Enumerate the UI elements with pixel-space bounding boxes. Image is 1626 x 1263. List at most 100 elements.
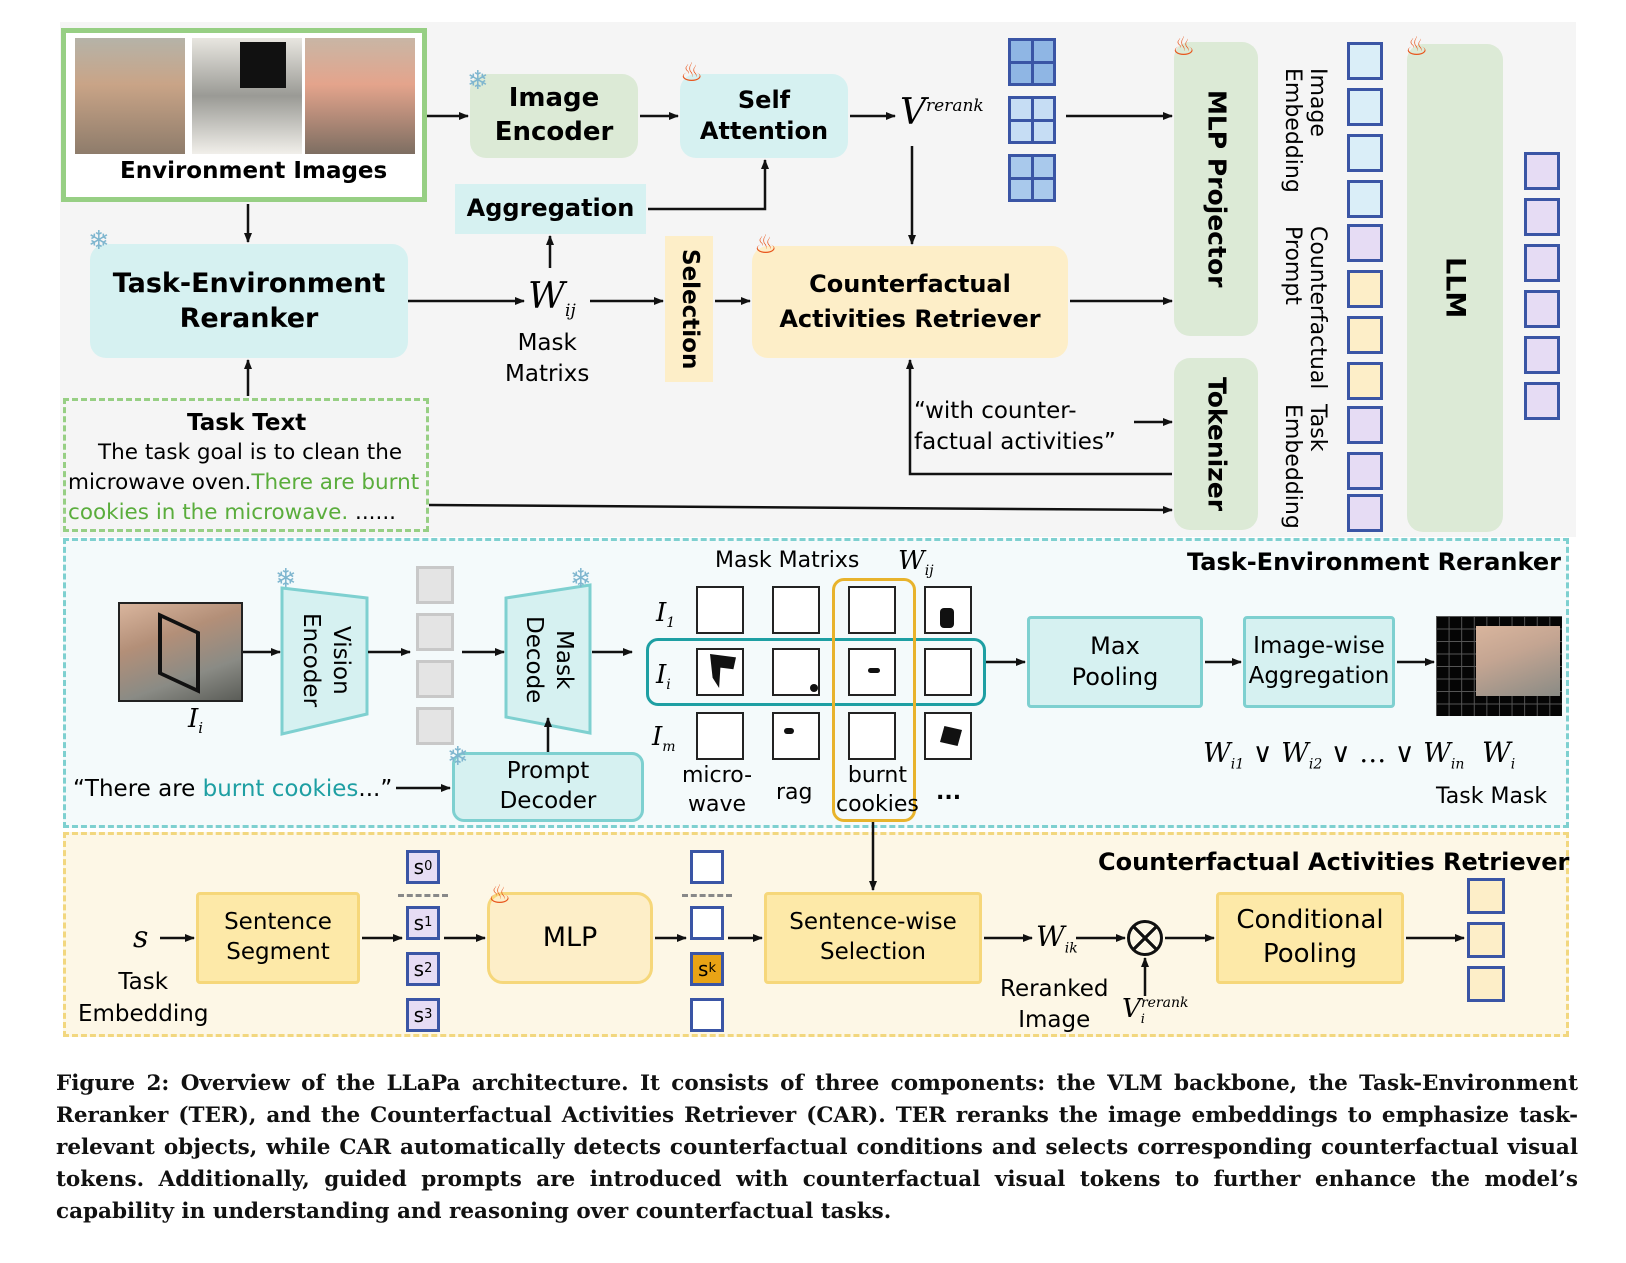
ter-box-label: Task-Environment Reranker bbox=[112, 267, 386, 334]
column-highlight bbox=[832, 578, 916, 822]
task-embedding-token bbox=[1347, 494, 1383, 532]
input-image-letter: I bbox=[188, 704, 199, 734]
row-label-i-letter: I bbox=[656, 660, 667, 690]
w-ik-label: Wik bbox=[1036, 920, 1078, 957]
selection-token bbox=[690, 906, 724, 940]
arrow bbox=[648, 159, 769, 211]
selection-token bbox=[690, 998, 724, 1032]
selection-divider bbox=[682, 894, 732, 897]
mask-cell bbox=[924, 586, 972, 634]
image-encoder-box: Image Encoder bbox=[470, 74, 638, 158]
formula-w2-sub: i2 bbox=[1308, 756, 1323, 773]
row-label-m-letter: I bbox=[652, 722, 663, 752]
mlp-label: MLP bbox=[542, 922, 598, 954]
counterfactual-prompt-label: Counterfactual Prompt bbox=[1280, 226, 1330, 390]
mask-cell bbox=[848, 648, 896, 696]
counterfactual-token bbox=[1347, 362, 1383, 400]
mask-blob bbox=[940, 726, 962, 746]
llm-output-token bbox=[1524, 382, 1560, 420]
input-image-label: Ii bbox=[188, 704, 203, 737]
mask-formula: Wi1 ∨ Wi2 ∨ … ∨ Win bbox=[1203, 738, 1464, 772]
v-rerank-label: Vrerank bbox=[900, 92, 984, 133]
prompt-token bbox=[1347, 224, 1383, 262]
task-text-line-3b: ...... bbox=[348, 500, 397, 525]
feature-token bbox=[416, 707, 454, 745]
max-pooling-label: Max Pooling bbox=[1071, 631, 1159, 691]
mask-w-ij-letter: W bbox=[898, 546, 925, 576]
v-i-sub: i bbox=[1140, 1012, 1145, 1028]
row-highlight bbox=[646, 638, 986, 706]
counterfactual-quote: “with counter- factual activities” bbox=[914, 398, 1116, 456]
task-embedding-token bbox=[1347, 406, 1383, 444]
column-label-rag: rag bbox=[776, 780, 813, 805]
task-text-line-2a: microwave oven. bbox=[68, 470, 252, 495]
task-text-line-2b: There are burnt bbox=[251, 470, 420, 495]
mask-w-ij-sub: ij bbox=[924, 563, 934, 580]
image-embedding-label: Image Embedding bbox=[1280, 68, 1330, 193]
task-text-line-2: microwave oven.There are burnt bbox=[68, 470, 419, 495]
mask-cell bbox=[696, 648, 744, 696]
feature-token bbox=[416, 566, 454, 604]
car-section-title: Counterfactual Activities Retriever bbox=[1098, 848, 1570, 876]
column-label-microwave: micro- wave bbox=[682, 763, 753, 817]
prompt-quote-c: ...” bbox=[358, 776, 393, 802]
snowflake-icon: ❄ bbox=[275, 564, 297, 594]
mask-decode-text: Mask Decode bbox=[521, 616, 577, 704]
image-token-grid-1 bbox=[1008, 38, 1056, 86]
snowflake-icon: ❄ bbox=[447, 742, 469, 772]
mask-matrixs-label: Mask Matrixs bbox=[505, 330, 590, 388]
task-mask-label: Task Mask bbox=[1436, 784, 1548, 809]
w-ij-label: Wij bbox=[528, 276, 576, 321]
token-s0-letter: s bbox=[413, 855, 425, 879]
counterfactual-token bbox=[1347, 316, 1383, 354]
task-embedding-label: Task Embedding bbox=[1280, 404, 1330, 529]
image-token-grid-3 bbox=[1008, 154, 1056, 202]
formula-wn-sub: in bbox=[1450, 756, 1465, 773]
fire-icon: ♨ bbox=[1405, 32, 1429, 62]
counterfactual-output-token bbox=[1467, 878, 1505, 914]
ter-box: Task-Environment Reranker bbox=[90, 244, 408, 358]
mask-cell bbox=[848, 712, 896, 760]
row-label-1-letter: I bbox=[656, 598, 667, 628]
image-embedding-token bbox=[1347, 134, 1383, 172]
column-label-burnt-cookies: burnt cookies bbox=[836, 763, 919, 817]
token-divider bbox=[398, 894, 448, 897]
task-mask-w-sub: i bbox=[1510, 756, 1516, 773]
snowflake-icon: ❄ bbox=[88, 226, 110, 256]
sentence-wise-selection-label: Sentence-wise Selection bbox=[789, 909, 957, 965]
formula-or-2: ∨ … ∨ bbox=[1330, 738, 1415, 769]
mask-cell bbox=[924, 712, 972, 760]
v-rerank-sup: rerank bbox=[926, 96, 984, 116]
counterfactual-output-token bbox=[1467, 922, 1505, 958]
environment-image-3 bbox=[305, 38, 415, 154]
task-text-line-3a: cookies in the microwave. bbox=[68, 500, 349, 525]
task-mask-highlight bbox=[1476, 626, 1560, 696]
image-token-grid-2 bbox=[1008, 96, 1056, 144]
counterfactual-output-token bbox=[1467, 966, 1505, 1002]
mask-cell bbox=[772, 712, 820, 760]
feature-token bbox=[416, 613, 454, 651]
image-encoder-label: Image Encoder bbox=[494, 83, 614, 147]
mask-decode-shape bbox=[504, 583, 592, 735]
selection-label: Selection bbox=[676, 248, 703, 370]
mask-decode-label: Mask Decode bbox=[506, 600, 590, 720]
formula-w2: W bbox=[1281, 738, 1309, 769]
selected-token-sk-letter: s bbox=[698, 957, 709, 981]
task-text-box bbox=[63, 398, 429, 532]
row-label-i-sub: i bbox=[666, 677, 671, 694]
mask-cell bbox=[696, 586, 744, 634]
selection-token bbox=[690, 850, 724, 884]
mask-cell bbox=[924, 648, 972, 696]
v-i-sup: rerank bbox=[1140, 995, 1189, 1012]
image-embedding-token bbox=[1347, 88, 1383, 126]
conditional-pooling-box: Conditional Pooling bbox=[1216, 892, 1404, 984]
input-image bbox=[118, 602, 243, 702]
environment-image-1 bbox=[75, 38, 185, 154]
mask-blob bbox=[810, 684, 818, 692]
task-embedding-token bbox=[1347, 452, 1383, 490]
